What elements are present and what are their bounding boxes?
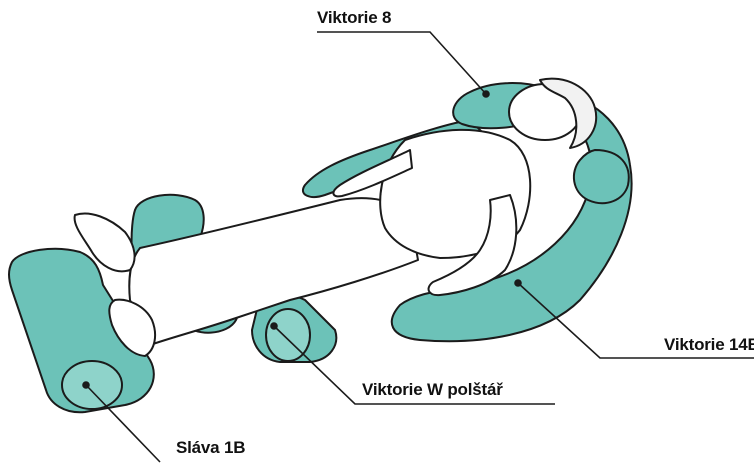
label-slava-1b: Sláva 1B	[176, 438, 245, 458]
label-viktorie-8: Viktorie 8	[317, 8, 391, 28]
label-viktorie-14b: Viktorie 14B	[664, 335, 754, 355]
label-viktorie-w: Viktorie W polštář	[362, 380, 503, 400]
viktorie-w-end	[266, 309, 310, 361]
head-roll	[574, 150, 629, 203]
slava-1b-end	[62, 361, 122, 409]
leader-viktorie-8	[317, 32, 486, 94]
